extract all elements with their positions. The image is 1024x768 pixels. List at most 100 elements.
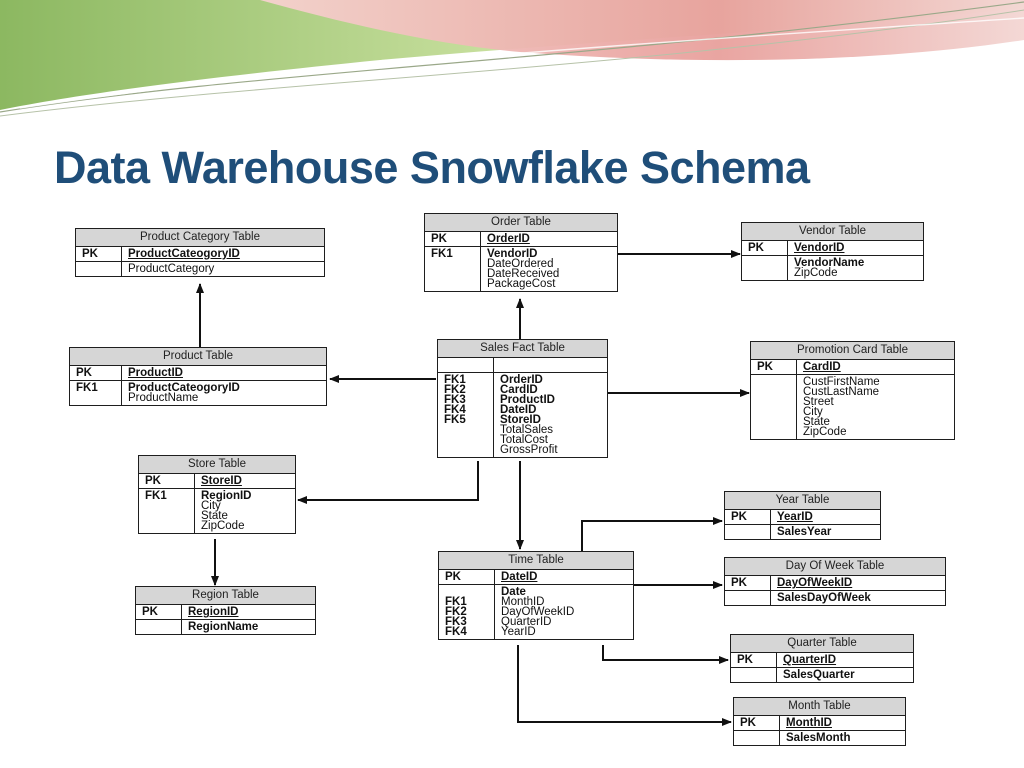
key-label [731, 593, 770, 603]
field-name: GrossProfit [500, 444, 558, 456]
field-name: ProductCateogoryID [128, 382, 240, 394]
key-label: PK [748, 242, 764, 254]
key-label [82, 264, 121, 274]
key-label [740, 733, 779, 743]
field-name: CardID [500, 384, 538, 396]
table-row [438, 358, 607, 373]
field-column: VendorID [788, 241, 923, 255]
field-name: CardID [803, 361, 841, 373]
field-name: StoreID [201, 475, 242, 487]
key-label: FK1 [76, 382, 98, 394]
field-name: VendorID [794, 242, 845, 254]
key-label: FK1 [445, 596, 467, 608]
key-column: PK [731, 653, 777, 667]
field-name: City [201, 500, 221, 512]
key-label [757, 377, 796, 387]
field-name: ProductID [500, 394, 555, 406]
decorative-banner [0, 0, 1024, 117]
table-title: Product Category Table [76, 229, 324, 247]
key-label [731, 527, 770, 537]
field-name: MonthID [786, 717, 832, 729]
table-row: SalesQuarter [731, 668, 913, 682]
field-column [494, 358, 607, 372]
table-row: PK ProductID [70, 366, 326, 381]
key-column [751, 375, 797, 439]
field-column: SalesDayOfWeek [771, 591, 945, 605]
field-name: ZipCode [794, 267, 838, 279]
key-label: PK [445, 571, 461, 583]
key-label: FK2 [445, 606, 467, 618]
field-name: TotalSales [500, 424, 554, 436]
field-name: MonthID [501, 596, 545, 608]
table-title: Month Table [734, 698, 905, 716]
field-column: SalesYear [771, 525, 880, 539]
key-label: FK1 [444, 374, 466, 386]
field-name: DateID [501, 571, 538, 583]
key-column [76, 262, 122, 276]
field-name: Date [501, 586, 526, 598]
key-label: PK [737, 654, 753, 666]
table-row: ProductCategory [76, 262, 324, 276]
table-title: Promotion Card Table [751, 342, 954, 360]
key-label: PK [731, 511, 747, 523]
key-column: PK [725, 510, 771, 524]
field-name: DayOfWeekID [501, 606, 575, 618]
table-row: SalesYear [725, 525, 880, 539]
field-name: VendorName [794, 257, 865, 269]
field-name: DateReceived [487, 268, 560, 280]
field-column: ProductID [122, 366, 326, 380]
field-column: SalesMonth [780, 731, 905, 745]
slide-title: Data Warehouse Snowflake Schema [54, 142, 810, 193]
key-label: PK [76, 367, 92, 379]
table-title: Region Table [136, 587, 315, 605]
field-column: StoreID [195, 474, 295, 488]
field-column: MonthID [780, 716, 905, 730]
field-name: SalesYear [777, 526, 832, 538]
field-column: ProductCateogoryID [122, 247, 324, 261]
field-name: PackageCost [487, 278, 556, 290]
field-name: CustLastName [803, 386, 880, 398]
key-label: FK3 [444, 394, 466, 406]
key-label: PK [142, 606, 158, 618]
key-label: FK5 [444, 414, 466, 426]
key-label: FK1 [145, 490, 167, 502]
key-column: FK1 [425, 247, 481, 291]
field-name: SalesDayOfWeek [777, 592, 871, 604]
field-column: RegionName [182, 620, 315, 634]
key-label: PK [431, 233, 447, 245]
key-column [136, 620, 182, 634]
key-column: PK [751, 360, 797, 374]
key-label: FK4 [444, 404, 466, 416]
field-name: StoreID [500, 414, 541, 426]
key-column: PK [742, 241, 788, 255]
table-title: Vendor Table [742, 223, 923, 241]
key-label: FK1 [431, 248, 453, 260]
key-column: PK [425, 232, 481, 246]
field-name: SalesMonth [786, 732, 851, 744]
field-name: DayOfWeekID [777, 577, 853, 589]
field-column: CardID [797, 360, 954, 374]
field-name: OrderID [487, 233, 530, 245]
